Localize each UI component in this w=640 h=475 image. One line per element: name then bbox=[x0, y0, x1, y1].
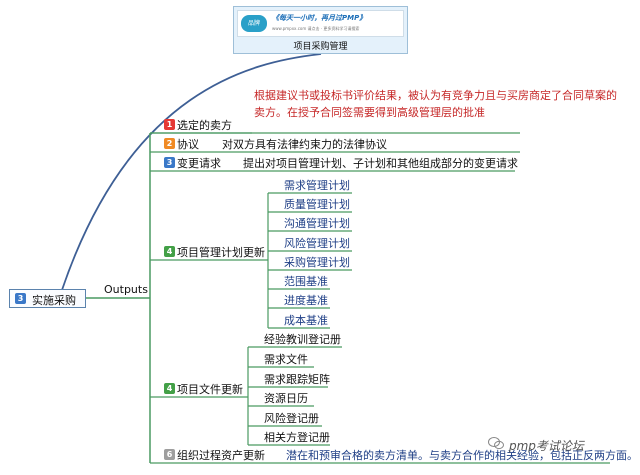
branch-change-request[interactable]: 变更请求 bbox=[177, 157, 221, 170]
document-child-item[interactable]: 资源日历 bbox=[264, 392, 308, 405]
opa-description: 潜在和预审合格的卖方清单。与卖方合作的相关经验，包括正反两方面。 bbox=[286, 449, 638, 462]
wechat-icon bbox=[488, 437, 504, 450]
branch-number-badge: 6 bbox=[164, 449, 175, 460]
plan-child-item[interactable]: 质量管理计划 bbox=[284, 198, 350, 211]
branch-opa-updates[interactable]: 组织过程资产更新 bbox=[177, 449, 265, 462]
root-number-badge: 3 bbox=[15, 293, 26, 304]
plan-child-item[interactable]: 需求管理计划 bbox=[284, 179, 350, 192]
plan-child-item[interactable]: 范围基准 bbox=[284, 275, 328, 288]
banner-url: www.pmpxx.com 请点击 · 更多资料学习请搜索 bbox=[272, 26, 360, 31]
header-connector bbox=[61, 53, 322, 291]
header-card: 品牌 《每天一小时，再月过PMP》 www.pmpxx.com 请点击 · 更多… bbox=[233, 6, 408, 54]
change-request-description: 提出对项目管理计划、子计划和其他组成部分的变更请求 bbox=[243, 157, 518, 170]
outputs-label: Outputs bbox=[104, 283, 148, 296]
agreement-description: 对双方具有法律约束力的法律协议 bbox=[222, 138, 387, 151]
document-child-item[interactable]: 经验教训登记册 bbox=[264, 333, 341, 346]
plan-child-item[interactable]: 进度基准 bbox=[284, 294, 328, 307]
plan-child-item[interactable]: 采购管理计划 bbox=[284, 256, 350, 269]
plan-child-item[interactable]: 风险管理计划 bbox=[284, 237, 350, 250]
branch-number-badge: 1 bbox=[164, 119, 175, 130]
root-node[interactable]: 3 实施采购 bbox=[9, 289, 86, 308]
seller-note: 根据建议书或投标书评价结果，被认为有竞争力且与买房商定了合同草案的卖方。在授予合… bbox=[254, 89, 617, 119]
header-banner: 品牌 《每天一小时，再月过PMP》 www.pmpxx.com 请点击 · 更多… bbox=[237, 10, 404, 37]
branch-number-badge: 4 bbox=[164, 246, 175, 257]
header-title: 项目采购管理 bbox=[293, 42, 348, 52]
document-child-item[interactable]: 相关方登记册 bbox=[264, 431, 330, 444]
branch-agreement[interactable]: 协议 bbox=[177, 138, 199, 151]
branch-selected-seller[interactable]: 选定的卖方 bbox=[177, 119, 232, 132]
branch-plan-updates[interactable]: 项目管理计划更新 bbox=[177, 246, 265, 259]
logo-icon: 品牌 bbox=[241, 15, 267, 32]
plan-child-item[interactable]: 成本基准 bbox=[284, 314, 328, 327]
branch-number-badge: 4 bbox=[164, 383, 175, 394]
root-label: 实施采购 bbox=[32, 294, 76, 307]
branch-document-updates[interactable]: 项目文件更新 bbox=[177, 383, 243, 396]
banner-slogan: 《每天一小时，再月过PMP》 bbox=[272, 14, 367, 22]
plan-child-item[interactable]: 沟通管理计划 bbox=[284, 217, 350, 230]
branch-number-badge: 3 bbox=[164, 157, 175, 168]
watermark-text: pmp考试论坛 bbox=[509, 439, 584, 453]
document-child-item[interactable]: 需求文件 bbox=[264, 353, 308, 366]
document-child-item[interactable]: 需求跟踪矩阵 bbox=[264, 373, 330, 386]
document-child-item[interactable]: 风险登记册 bbox=[264, 412, 319, 425]
branch-number-badge: 2 bbox=[164, 138, 175, 149]
